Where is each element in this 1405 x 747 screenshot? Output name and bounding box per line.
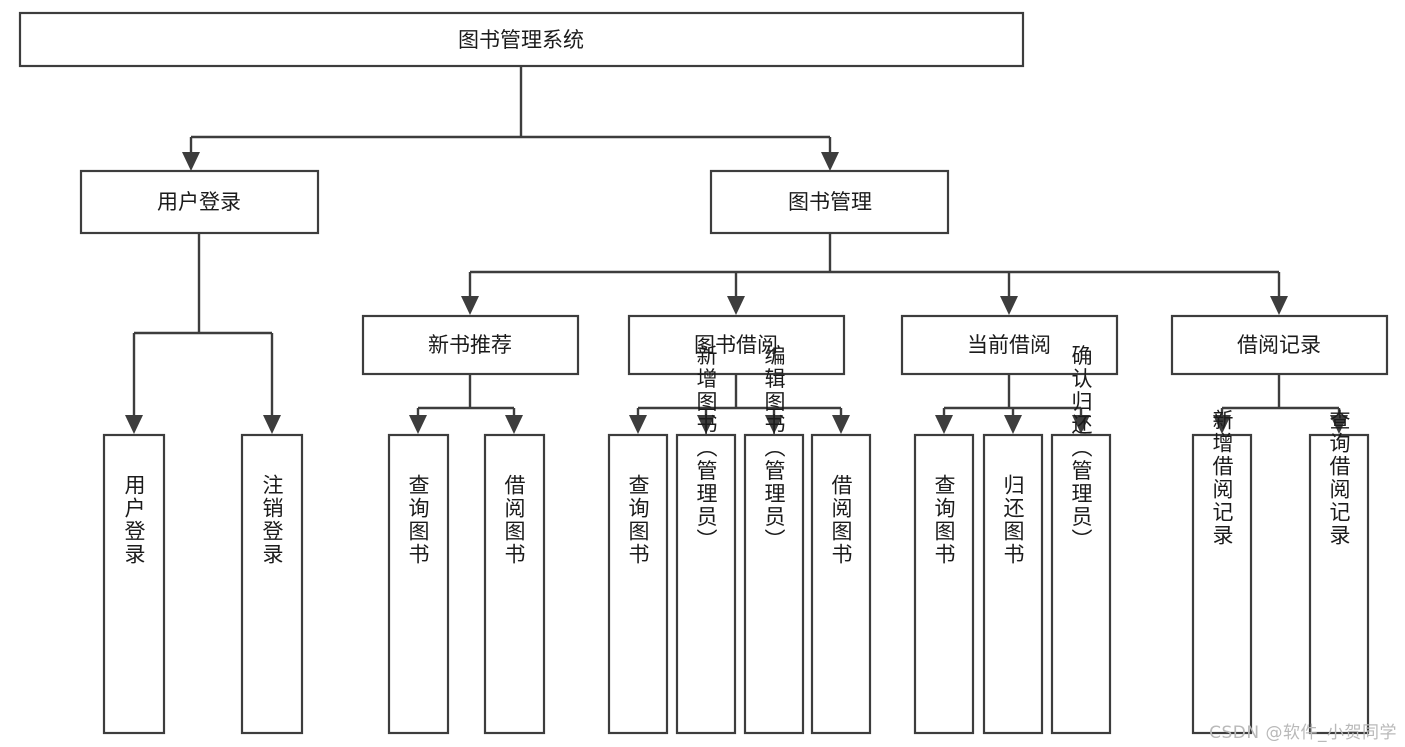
node-user-login-label: 用户登录	[157, 190, 241, 214]
arrow-book-borrow-leaf1	[629, 415, 647, 434]
node-leaf-return-book[interactable]: 归还图书	[982, 433, 1044, 735]
node-current-borrow-label: 当前借阅	[967, 333, 1051, 357]
node-leaf-logout-login-box[interactable]	[240, 433, 304, 735]
arrow-root-to-book-management	[821, 152, 839, 171]
node-leaf-add-record[interactable]: 新增借阅记录	[1191, 409, 1253, 735]
node-leaf-query-book-3[interactable]: 查询图书	[913, 433, 975, 735]
node-leaf-add-record-label: 新增借阅记录	[1210, 409, 1234, 547]
node-root-box[interactable]	[18, 11, 1025, 68]
node-leaf-confirm-return[interactable]: 确认归还（管理员）	[1050, 345, 1112, 735]
node-leaf-query-book-3-box[interactable]	[913, 433, 975, 735]
node-current-borrow-box[interactable]	[900, 314, 1119, 376]
arrow-to-borrow-record	[1270, 296, 1288, 315]
connector-layer	[125, 66, 1348, 434]
node-book-management[interactable]: 图书管理	[709, 169, 950, 235]
node-leaf-user-login-label: 用户登录	[122, 474, 146, 566]
node-leaf-query-record-label: 查询借阅记录	[1327, 409, 1351, 547]
node-leaf-borrow-book-1-box[interactable]	[483, 433, 546, 735]
node-leaf-query-record[interactable]: 查询借阅记录	[1308, 409, 1370, 735]
arrow-root-to-user-login	[182, 152, 200, 171]
node-root-label: 图书管理系统	[458, 28, 584, 52]
node-leaf-borrow-book-2-label: 借阅图书	[829, 474, 853, 566]
node-user-login[interactable]: 用户登录	[79, 169, 320, 235]
node-book-borrow-box[interactable]	[627, 314, 846, 376]
node-leaf-query-book-2-label: 查询图书	[626, 474, 650, 566]
node-leaf-confirm-return-label: 确认归还（管理员）	[1069, 345, 1093, 552]
arrow-book-borrow-leaf4	[832, 415, 850, 434]
arrow-borrow-record-leaf2	[1330, 415, 1348, 434]
node-book-management-box[interactable]	[709, 169, 950, 235]
node-leaf-logout-login[interactable]: 注销登录	[240, 433, 304, 735]
arrow-current-borrow-leaf2	[1004, 415, 1022, 434]
node-borrow-record[interactable]: 借阅记录	[1170, 314, 1389, 376]
node-new-book-recommend-box[interactable]	[361, 314, 580, 376]
node-leaf-query-book-1[interactable]: 查询图书	[387, 433, 450, 735]
arrow-current-borrow-leaf3	[1072, 415, 1090, 434]
node-leaf-query-book-1-box[interactable]	[387, 433, 450, 735]
node-new-book-recommend[interactable]: 新书推荐	[361, 314, 580, 376]
node-leaf-borrow-book-1[interactable]: 借阅图书	[483, 433, 546, 735]
node-leaf-edit-book-box[interactable]	[743, 433, 805, 735]
node-leaf-edit-book[interactable]: 编辑图书（管理员）	[743, 345, 805, 735]
node-leaf-query-book-2-box[interactable]	[607, 433, 669, 735]
node-leaf-confirm-return-box[interactable]	[1050, 433, 1112, 735]
node-leaf-query-book-2[interactable]: 查询图书	[607, 433, 669, 735]
arrow-to-current-borrow	[1000, 296, 1018, 315]
node-user-login-box[interactable]	[79, 169, 320, 235]
arrow-to-book-borrow	[727, 296, 745, 315]
node-borrow-record-box[interactable]	[1170, 314, 1389, 376]
node-leaf-borrow-book-1-label: 借阅图书	[502, 474, 526, 566]
node-leaf-borrow-book-2-box[interactable]	[810, 433, 872, 735]
arrow-borrow-record-leaf1	[1213, 415, 1231, 434]
node-book-borrow-label: 图书借阅	[694, 333, 778, 357]
node-current-borrow[interactable]: 当前借阅	[900, 314, 1119, 376]
node-leaf-user-login[interactable]: 用户登录	[102, 433, 166, 735]
node-new-book-recommend-label: 新书推荐	[428, 333, 512, 357]
node-leaf-add-book-label: 新增图书（管理员）	[694, 345, 718, 552]
node-leaf-query-book-3-label: 查询图书	[932, 474, 956, 566]
node-leaf-logout-login-label: 注销登录	[260, 474, 284, 566]
node-leaf-query-book-1-label: 查询图书	[406, 474, 430, 566]
arrow-new-book-leaf2	[505, 415, 523, 434]
arrow-new-book-leaf1	[409, 415, 427, 434]
node-leaf-add-book[interactable]: 新增图书（管理员）	[675, 345, 737, 735]
arrow-user-login-leaf2	[263, 415, 281, 434]
arrow-to-new-book-recommend	[461, 296, 479, 315]
node-leaf-edit-book-label: 编辑图书（管理员）	[762, 345, 786, 552]
node-leaf-user-login-box[interactable]	[102, 433, 166, 735]
arrow-current-borrow-leaf1	[935, 415, 953, 434]
node-book-management-label: 图书管理	[788, 190, 872, 214]
node-leaf-add-book-box[interactable]	[675, 433, 737, 735]
node-borrow-record-label: 借阅记录	[1237, 333, 1321, 357]
arrow-book-borrow-leaf3	[765, 415, 783, 434]
arrow-user-login-leaf1	[125, 415, 143, 434]
node-book-borrow[interactable]: 图书借阅	[627, 314, 846, 376]
arrow-book-borrow-leaf2	[697, 415, 715, 434]
node-leaf-return-book-box[interactable]	[982, 433, 1044, 735]
node-root[interactable]: 图书管理系统	[18, 11, 1025, 68]
node-leaf-borrow-book-2[interactable]: 借阅图书	[810, 433, 872, 735]
node-leaf-return-book-label: 归还图书	[1001, 474, 1025, 566]
node-leaf-add-record-box[interactable]	[1191, 433, 1253, 735]
node-leaf-query-record-box[interactable]	[1308, 433, 1370, 735]
